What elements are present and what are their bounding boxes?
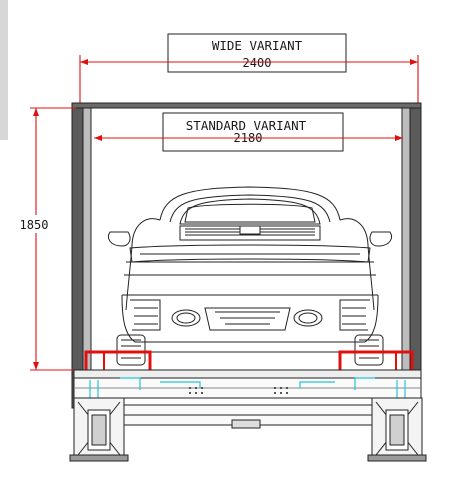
base-carriage [69,397,427,462]
car-rear-view [108,186,392,366]
standard-variant-callout: STANDARD VARIANT 2180 [162,112,344,152]
platform-deck [73,350,422,405]
edge-shade [0,0,8,140]
standard-dimension-line [94,135,403,141]
wide-variant-label: WIDE VARIANT [212,38,303,53]
height-dimension-line: 1850 [14,107,90,371]
standard-variant-label: STANDARD VARIANT [186,118,307,133]
height-dimension-value: 1850 [20,218,49,232]
wide-dimension-value: 2400 [243,56,272,70]
wide-variant-callout: WIDE VARIANT 2400 [167,33,347,73]
wide-dimension-line [79,55,419,108]
